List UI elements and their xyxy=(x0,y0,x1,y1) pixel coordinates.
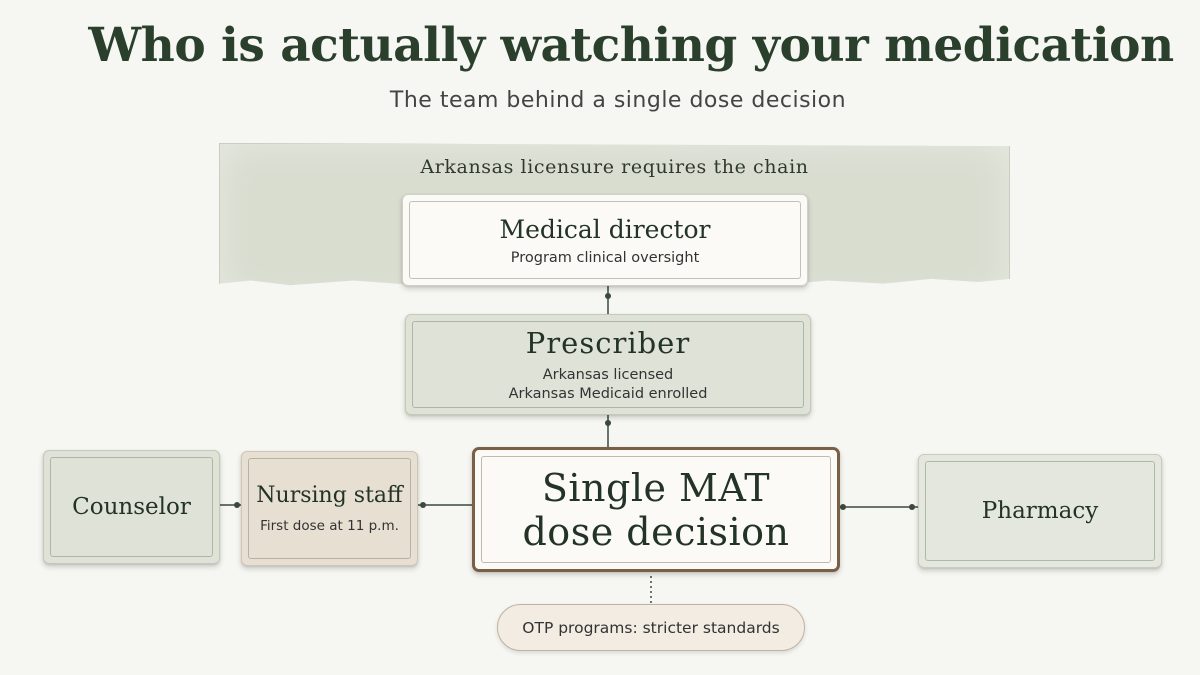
nursing-staff-subtitle: First dose at 11 p.m. xyxy=(260,518,399,534)
connector-dot xyxy=(234,502,240,508)
counselor-card: Counselor xyxy=(43,450,220,564)
licensure-band-label: Arkansas licensure requires the chain xyxy=(420,156,809,178)
connector-dot xyxy=(605,420,611,426)
pharmacy-card: Pharmacy xyxy=(918,454,1162,568)
connector-dot xyxy=(605,293,611,299)
prescriber-title: Prescriber xyxy=(525,325,691,360)
counselor-title: Counselor xyxy=(72,494,191,520)
page-title: Who is actually watching your medication xyxy=(88,18,1174,73)
prescriber-card: Prescriber Arkansas licensed Arkansas Me… xyxy=(405,314,811,415)
connector-dot xyxy=(420,502,426,508)
medical-director-subtitle: Program clinical oversight xyxy=(510,249,700,266)
dose-decision-line-2: dose decision xyxy=(522,509,790,554)
dose-decision-line-1: Single MAT xyxy=(541,465,771,510)
nursing-staff-card: Nursing staff First dose at 11 p.m. xyxy=(241,451,418,566)
nursing-staff-title: Nursing staff xyxy=(256,483,403,508)
medical-director-title: Medical director xyxy=(499,214,711,244)
pharmacy-title: Pharmacy xyxy=(981,498,1099,524)
otp-note-pill: OTP programs: stricter standards xyxy=(497,604,805,651)
connector-dot xyxy=(909,504,915,510)
medical-director-card: Medical director Program clinical oversi… xyxy=(402,194,808,286)
page-subtitle: The team behind a single dose decision xyxy=(389,88,847,113)
dose-decision-card: Single MAT dose decision xyxy=(472,447,840,572)
connector-dot xyxy=(840,504,846,510)
prescriber-line-medicaid: Arkansas Medicaid enrolled xyxy=(508,385,708,402)
prescriber-line-licensed: Arkansas licensed xyxy=(542,366,674,383)
